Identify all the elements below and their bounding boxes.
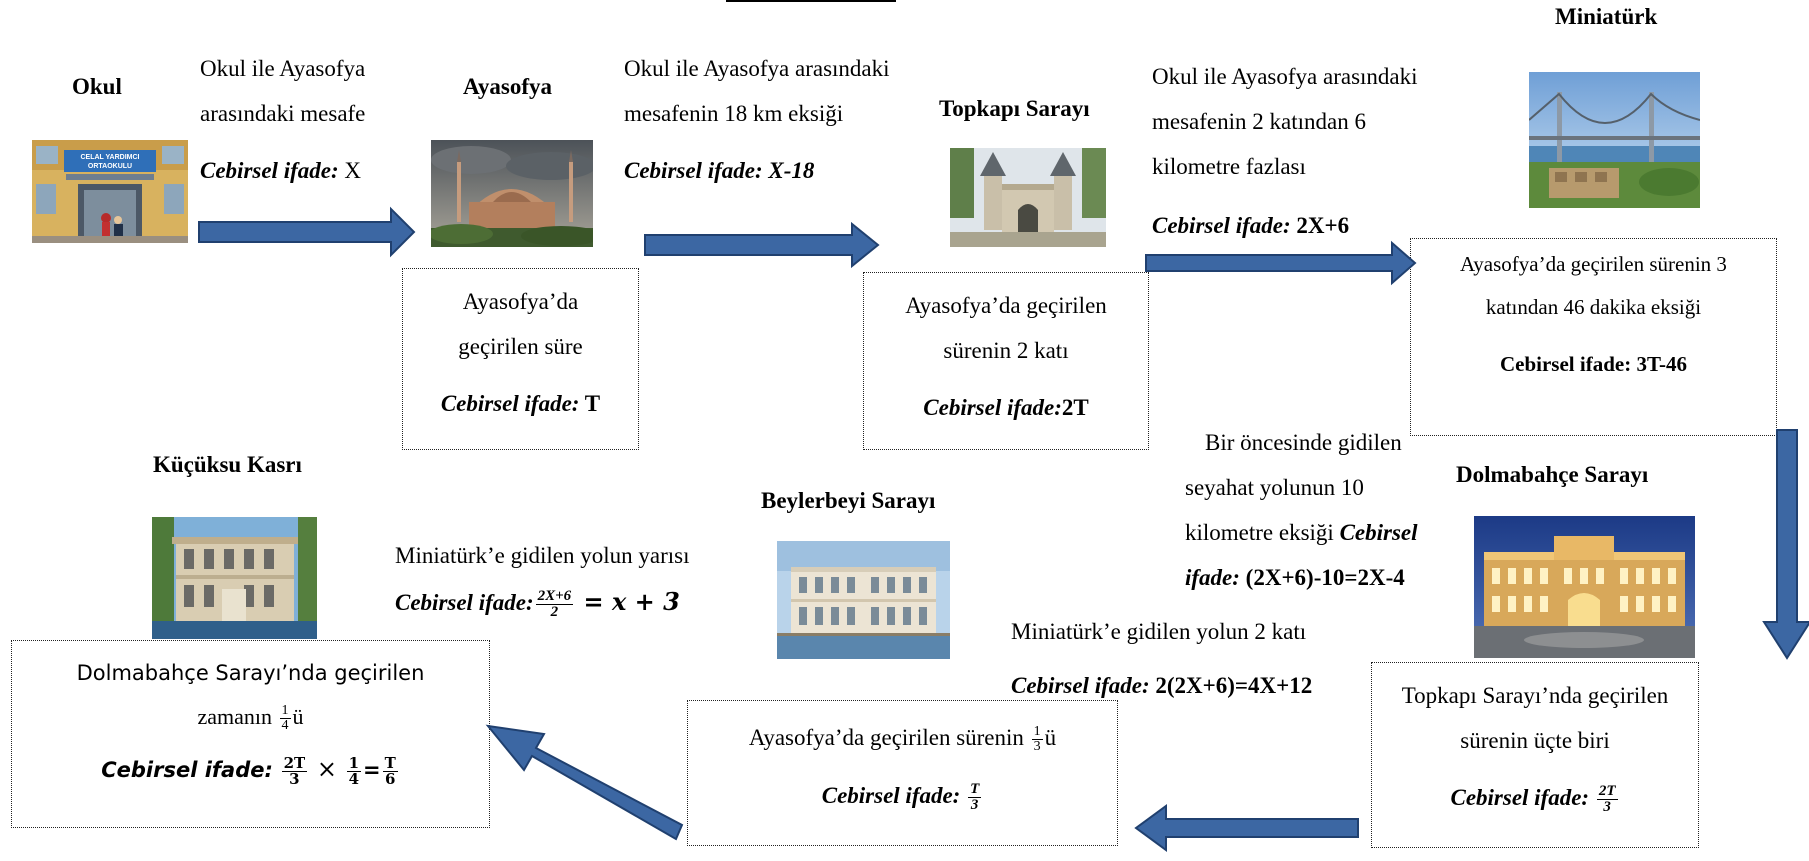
time-text: Dolmabahçe Sarayı’nda geçirilen <box>76 661 425 685</box>
time-text: katından 46 dakika eksiği <box>1485 295 1702 319</box>
time-text: sürenin üçte biri <box>1460 728 1610 753</box>
distance-text: Miniatürk’e gidilen yolun 2 katı <box>1011 619 1307 644</box>
node-title-miniaturk: Miniatürk <box>1555 4 1658 29</box>
expression-label: Cebirsel <box>1339 520 1418 545</box>
time-text: zamanın <box>197 704 278 729</box>
kucuksu-photo <box>152 517 317 639</box>
expression-label: Cebirsel ifade: <box>1152 213 1291 238</box>
expression-value: 2(2X+6)=4X+12 <box>1149 673 1313 698</box>
expression-value: 2X+6 <box>1290 213 1350 238</box>
header-underline <box>726 0 896 2</box>
distance-text: Okul ile Ayasofya arasındaki <box>1152 64 1418 89</box>
time-text: sürenin 2 katı <box>943 338 1069 363</box>
expression-operator: = <box>363 758 381 782</box>
time-box-ayasofya: Ayasofya’da geçirilen süre Cebirsel ifad… <box>402 268 639 450</box>
distance-beylerbeyi-kucuksu: Miniatürk’e gidilen yolun yarısı Cebirse… <box>395 528 755 621</box>
node-title-dolmabahce: Dolmabahçe Sarayı <box>1456 462 1649 487</box>
arrow-diagonal <box>485 724 684 841</box>
time-box-topkapi: Ayasofya’da geçirilen sürenin 2 katı Ceb… <box>863 272 1149 450</box>
node-title-beylerbeyi: Beylerbeyi Sarayı <box>761 488 936 513</box>
time-text: Ayasofya’da <box>462 289 579 314</box>
distance-okul-ayasofya: Okul ile Ayasofya arasındaki mesafe Cebi… <box>200 46 420 193</box>
distance-miniaturk-dolmabahce: Bir öncesinde gidilen seyahat yolunun 10… <box>1185 420 1485 600</box>
distance-text: Bir öncesinde gidilen <box>1205 430 1402 455</box>
expression-label: Cebirsel ifade: <box>200 158 339 183</box>
distance-text: kilometre fazlası <box>1152 154 1306 179</box>
node-title-okul: Okul <box>72 74 122 99</box>
expression-value: = x + 3 <box>575 587 680 616</box>
distance-ayasofya-topkapi: Okul ile Ayasofya arasındaki mesafenin 1… <box>624 46 954 193</box>
time-text: Topkapı Sarayı’nda geçirilen <box>1401 683 1669 708</box>
expression-operator: × <box>309 755 345 783</box>
ayasofya-photo <box>431 140 593 247</box>
expression-value: T <box>579 391 601 416</box>
expression-value: 2T <box>1061 395 1089 420</box>
distance-text: Miniatürk’e gidilen yolun yarısı <box>395 543 690 568</box>
expression-label: Cebirsel ifade: <box>440 391 580 416</box>
topkapi-photo <box>950 148 1106 247</box>
okul-sign-line2: ORTAOKULU <box>88 163 132 170</box>
time-box-dolmabahce: Topkapı Sarayı’nda geçirilen sürenin üçt… <box>1371 662 1699 848</box>
dolmabahce-photo <box>1474 516 1695 658</box>
okul-photo: CELAL YARDIMCI ORTAOKULU <box>32 140 188 243</box>
arrow-left <box>1134 804 1359 852</box>
okul-sign-line1: CELAL YARDIMCI <box>81 154 140 161</box>
expression-label: ifade: <box>1185 565 1240 590</box>
distance-text: kilometre eksiği <box>1185 520 1340 545</box>
distance-text: arasındaki mesafe <box>200 101 366 126</box>
expression-label: Cebirsel ifade: 3T-46 <box>1499 352 1688 376</box>
expression-label: Cebirsel ifade: <box>101 758 273 782</box>
arrow-right <box>1145 240 1417 286</box>
time-text: Ayasofya’da geçirilen <box>905 293 1107 318</box>
node-title-kucuksu: Küçüksu Kasrı <box>153 452 302 477</box>
time-text: Ayasofya’da geçirilen sürenin <box>748 725 1030 750</box>
node-title-ayasofya: Ayasofya <box>463 74 553 99</box>
node-title-topkapi: Topkapı Sarayı <box>939 96 1090 121</box>
expression-value: X <box>338 158 361 183</box>
expression-label: Cebirsel ifade: <box>821 783 961 808</box>
arrow-right <box>644 221 880 269</box>
miniaturk-photo <box>1529 72 1700 208</box>
arrow-right <box>198 206 416 258</box>
distance-topkapi-miniaturk: Okul ile Ayasofya arasındaki mesafenin 2… <box>1152 54 1482 248</box>
expression-label: Cebirsel ifade: <box>1450 785 1590 810</box>
time-box-kucuksu: Dolmabahçe Sarayı’nda geçirilen zamanın … <box>11 640 490 828</box>
time-text: geçirilen süre <box>458 334 583 359</box>
distance-text: mesafenin 18 km eksiği <box>624 101 844 126</box>
distance-text: seyahat yolunun 10 <box>1185 475 1364 500</box>
arrow-down <box>1762 429 1809 660</box>
expression-label: Cebirsel ifade: <box>1011 673 1150 698</box>
distance-text: mesafenin 2 katından 6 <box>1152 109 1366 134</box>
expression-value: (2X+6)-10=2X-4 <box>1239 565 1405 590</box>
distance-text: Okul ile Ayasofya <box>200 56 366 81</box>
distance-text: Okul ile Ayasofya arasındaki <box>624 56 890 81</box>
time-text: ü <box>292 704 304 729</box>
time-text: Ayasofya’da geçirilen sürenin 3 <box>1460 252 1727 276</box>
time-box-miniaturk: Ayasofya’da geçirilen sürenin 3 katından… <box>1410 238 1777 436</box>
beylerbeyi-photo <box>777 541 950 659</box>
time-text: ü <box>1044 725 1057 750</box>
expression-label: Cebirsel ifade: <box>395 590 534 615</box>
expression-label: Cebirsel ifade: <box>923 395 1062 420</box>
distance-dolmabahce-beylerbeyi: Miniatürk’e gidilen yolun 2 katı Cebirse… <box>1011 605 1391 713</box>
expression-label: Cebirsel ifade: X-18 <box>624 158 815 183</box>
